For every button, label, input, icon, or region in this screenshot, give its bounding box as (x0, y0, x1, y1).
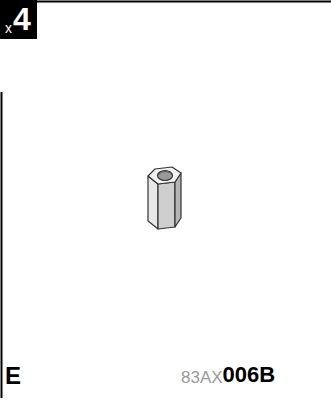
part-code-suffix: 006B (223, 364, 276, 386)
quantity-number: 4 (13, 3, 31, 35)
card-border-top (37, 1, 331, 3)
nut-front-face (158, 182, 175, 229)
part-code-prefix: 83AX (181, 369, 223, 386)
nut-left-face (148, 176, 158, 229)
part-letter: E (5, 364, 21, 388)
nut-top-face (148, 167, 181, 184)
nut-thread-hole (158, 171, 173, 181)
quantity-badge (0, 0, 37, 39)
quantity-prefix: x (5, 21, 12, 35)
nut-hole-shadow (159, 172, 173, 175)
card-border-left (1, 92, 3, 398)
coupling-nut-drawing (148, 167, 181, 229)
